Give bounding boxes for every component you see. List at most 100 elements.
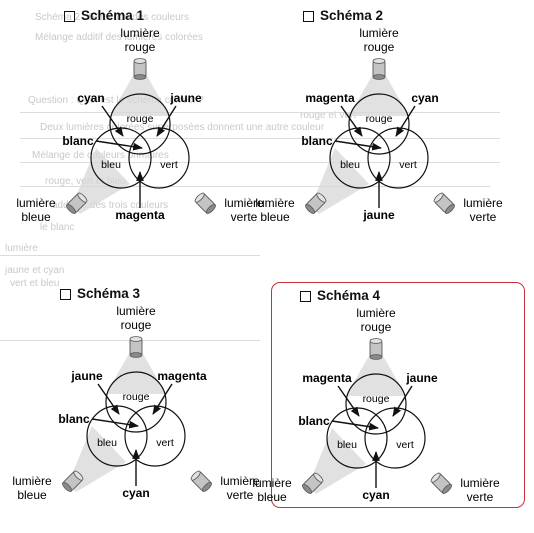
circle-red xyxy=(348,93,410,155)
lamp-green-icon xyxy=(430,472,452,494)
label-circle-green: vert xyxy=(156,437,174,449)
label-light-green-line1: lumière xyxy=(463,196,503,210)
label-light-blue-line1: lumière xyxy=(252,476,292,490)
beam-red xyxy=(106,352,166,394)
label-light-red-line1: lumière xyxy=(359,26,399,40)
arrow-top-left xyxy=(101,105,124,137)
label-mix-blue-green: magenta xyxy=(115,208,165,222)
label-circle-red: rouge xyxy=(366,113,393,125)
label-light-red-line2: rouge xyxy=(361,320,392,334)
venn-diagram: lumièrerougelumièrebleuelumièreverteroug… xyxy=(16,26,264,224)
selected-schema-frame xyxy=(271,282,525,508)
beam-red xyxy=(110,74,170,116)
arrow-center xyxy=(331,420,379,431)
label-light-red-line1: lumière xyxy=(120,26,160,40)
background-text: vert et bleu xyxy=(10,278,60,289)
label-circle-green: vert xyxy=(399,159,417,171)
schema-title-row[interactable]: Schéma 2 xyxy=(303,8,383,23)
schema-title: Schéma 4 xyxy=(317,288,381,303)
circle-green xyxy=(128,127,190,189)
background-text: Schéma 2 : Sélection des couleurs xyxy=(35,12,189,23)
label-light-green-line1: lumière xyxy=(224,196,264,210)
label-mix-red-green: jaune xyxy=(169,91,202,105)
venn-diagram: lumièrerougelumièrebleuelumièreverteroug… xyxy=(12,304,260,502)
label-light-red-line2: rouge xyxy=(125,40,156,54)
label-mix-red-blue: magenta xyxy=(302,371,352,385)
arrow-center xyxy=(91,418,139,429)
schema-checkbox[interactable] xyxy=(64,11,75,22)
circle-red xyxy=(109,93,171,155)
schema-checkbox[interactable] xyxy=(303,11,314,22)
label-mix-blue-green: cyan xyxy=(122,486,149,500)
lamp-blue-icon xyxy=(62,470,84,492)
schema-checkbox[interactable] xyxy=(60,289,71,300)
label-mix-red-green: jaune xyxy=(405,371,438,385)
background-rule xyxy=(0,255,260,256)
circle-green xyxy=(124,405,186,467)
arrow-top-left xyxy=(340,105,363,137)
lamp-green-icon xyxy=(433,192,455,214)
lamp-green-icon xyxy=(190,470,212,492)
venn-diagram: lumièrerougelumièrebleuelumièreverteroug… xyxy=(255,26,503,224)
label-mix-red-blue: jaune xyxy=(70,369,103,383)
arrow-center xyxy=(95,140,143,151)
label-mix-all: blanc xyxy=(298,414,330,428)
label-mix-blue-green: cyan xyxy=(362,488,389,502)
background-text: jaune et cyan xyxy=(5,265,65,276)
schema-title: Schéma 2 xyxy=(320,8,384,23)
lamp-red-icon xyxy=(372,58,386,80)
label-mix-red-green: cyan xyxy=(411,91,438,105)
arrow-top-left xyxy=(337,385,360,417)
label-mix-red-blue: cyan xyxy=(77,91,104,105)
label-light-green-line2: verte xyxy=(467,490,494,504)
label-light-blue-line2: bleue xyxy=(257,490,287,504)
schema-title-row[interactable]: Schéma 4 xyxy=(300,288,380,303)
schema-title: Schéma 1 xyxy=(81,8,145,23)
lamp-red-icon xyxy=(133,58,147,80)
circle-red xyxy=(345,373,407,435)
schema-title: Schéma 3 xyxy=(77,286,141,301)
arrow-top-right xyxy=(152,383,173,415)
lamp-blue-icon xyxy=(302,472,324,494)
background-rule xyxy=(20,112,500,113)
background-text: addition des trois couleurs xyxy=(52,200,169,211)
label-light-blue-line2: bleue xyxy=(260,210,290,224)
label-light-green-line1: lumière xyxy=(220,474,260,488)
label-light-blue-line1: lumière xyxy=(12,474,52,488)
lamp-blue-icon xyxy=(66,192,88,214)
beam-red xyxy=(349,74,409,116)
label-light-blue-line1: lumière xyxy=(255,196,295,210)
label-circle-green: vert xyxy=(396,439,414,451)
label-light-red-line1: lumière xyxy=(356,306,396,320)
label-light-green-line2: verte xyxy=(470,210,497,224)
label-circle-blue: bleu xyxy=(97,437,117,449)
label-circle-red: rouge xyxy=(123,391,150,403)
schema-title-row[interactable]: Schéma 1 xyxy=(64,8,144,23)
label-light-green-line1: lumière xyxy=(460,476,500,490)
background-text: Deux lumières colorées superposées donne… xyxy=(40,122,325,133)
schema-checkbox[interactable] xyxy=(300,291,311,302)
schema-title-row[interactable]: Schéma 3 xyxy=(60,286,140,301)
label-circle-red: rouge xyxy=(127,113,154,125)
circle-red xyxy=(105,371,167,433)
lamp-red-icon xyxy=(129,336,143,358)
lamp-green-icon xyxy=(194,192,216,214)
label-light-red-line2: rouge xyxy=(121,318,152,332)
background-rule xyxy=(20,186,490,187)
background-rule xyxy=(20,162,500,163)
label-light-red-line1: lumière xyxy=(116,304,156,318)
label-mix-blue-green: jaune xyxy=(362,208,395,222)
label-circle-blue: bleu xyxy=(340,159,360,171)
arrow-top-right xyxy=(156,105,177,137)
lamp-blue-icon xyxy=(305,192,327,214)
label-circle-blue: bleu xyxy=(101,159,121,171)
background-text: rouge et vert xyxy=(300,110,357,121)
label-mix-all: blanc xyxy=(58,412,90,426)
label-light-green-line2: verte xyxy=(227,488,254,502)
label-mix-red-green: magenta xyxy=(157,369,207,383)
label-circle-green: vert xyxy=(160,159,178,171)
